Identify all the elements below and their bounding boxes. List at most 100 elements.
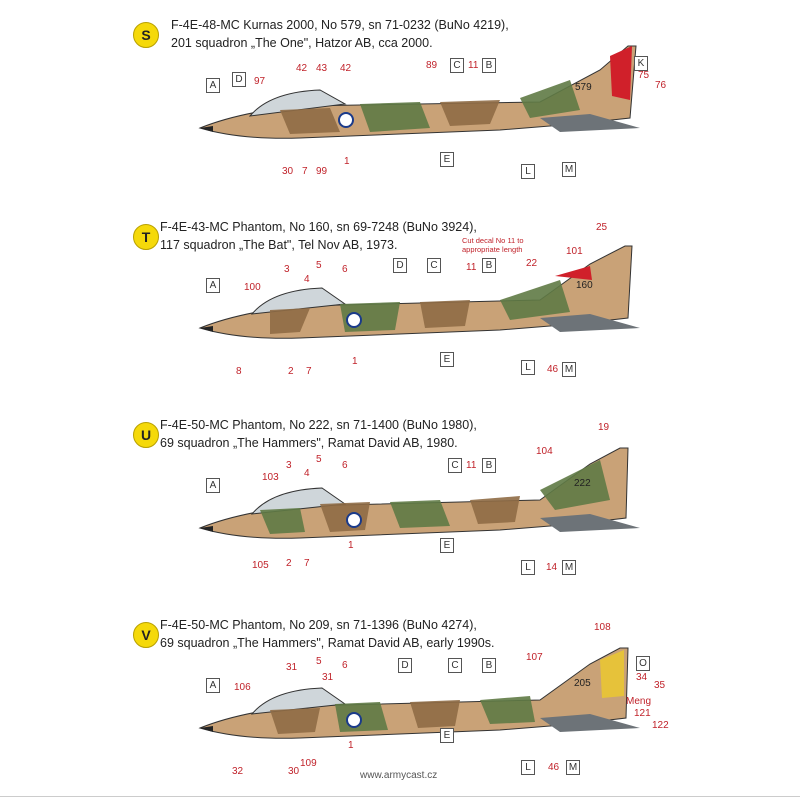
callout-108: 108	[594, 622, 611, 633]
callout-106: 106	[234, 682, 251, 693]
callout-8: 8	[236, 366, 242, 377]
callout-34: 34	[636, 672, 648, 683]
callout-box-o: O	[636, 656, 650, 671]
callout-11: 11	[468, 60, 479, 71]
scheme-letter-badge: U	[133, 422, 159, 448]
callout-box-b: B	[482, 58, 496, 73]
scheme-caption: F-4E-48-MC Kurnas 2000, No 579, sn 71-02…	[171, 16, 509, 52]
scheme-caption: F-4E-43-MC Phantom, No 160, sn 69-7248 (…	[160, 218, 477, 254]
callout-109: 109	[300, 758, 317, 769]
fuselage	[198, 447, 640, 539]
callout-box-d: D	[232, 72, 246, 87]
scheme-letter-badge: V	[133, 622, 159, 648]
tail-number: 160	[576, 280, 593, 291]
scheme-s: S F-4E-48-MC Kurnas 2000, No 579, sn 71-…	[0, 0, 800, 200]
footer-url: www.armycast.cz	[360, 770, 438, 781]
scheme-u: U F-4E-50-MC Phantom, No 222, sn 71-1400…	[0, 400, 800, 600]
caption-line-2: 69 squadron „The Hammers", Ramat David A…	[160, 636, 495, 650]
aircraft-profile-s: 579	[198, 45, 640, 139]
callout-99: 99	[316, 166, 328, 177]
fuselage	[198, 45, 640, 139]
callout-box-m: M	[566, 760, 580, 775]
callout-box-e: E	[440, 728, 454, 743]
callout-box-e: E	[440, 352, 454, 367]
callout-box-e: E	[440, 152, 454, 167]
callout-5: 5	[316, 454, 322, 465]
callout-11: 11	[466, 460, 477, 471]
callout-box-a: A	[206, 678, 220, 693]
fuselage	[198, 647, 640, 739]
callout-box-a: A	[206, 278, 220, 293]
caption-line-1: F-4E-50-MC Phantom, No 209, sn 71-1396 (…	[160, 618, 477, 632]
caption-line-2: 69 squadron „The Hammers", Ramat David A…	[160, 436, 458, 450]
callout-22: 22	[526, 258, 538, 269]
caption-line-2: 117 squadron „The Bat", Tel Nov AB, 1973…	[160, 238, 398, 252]
callout-107: 107	[526, 652, 543, 663]
callout-103: 103	[262, 472, 279, 483]
scheme-letter-badge: S	[133, 22, 159, 48]
callout-box-m: M	[562, 560, 576, 575]
callout-6: 6	[342, 264, 348, 275]
callout-6: 6	[342, 460, 348, 471]
callout-30: 30	[288, 766, 300, 777]
callout-97: 97	[254, 76, 266, 87]
callout-box-a: A	[206, 78, 220, 93]
tail-number: 222	[574, 478, 591, 489]
callout-box-c: C	[448, 458, 462, 473]
aircraft-profile-v: 205	[198, 647, 640, 739]
callout-3: 3	[286, 460, 292, 471]
tail-number: 205	[574, 678, 591, 689]
callout-31: 31	[286, 662, 298, 673]
callout-1: 1	[344, 156, 350, 167]
callout-2: 2	[288, 366, 294, 377]
callout-4: 4	[304, 468, 310, 479]
callout-100: 100	[244, 282, 261, 293]
callout-122: 122	[652, 720, 669, 731]
aircraft-profile-t: 160	[198, 245, 640, 339]
callout-6: 6	[342, 660, 348, 671]
callout-box-k: K	[634, 56, 648, 71]
scheme-caption: F-4E-50-MC Phantom, No 222, sn 71-1400 (…	[160, 416, 477, 452]
callout-105: 105	[252, 560, 269, 571]
callout-7: 7	[306, 366, 312, 377]
callout-1: 1	[348, 540, 354, 551]
callout-89: 89	[426, 60, 438, 71]
scheme-caption: F-4E-50-MC Phantom, No 209, sn 71-1396 (…	[160, 616, 494, 652]
callout-7: 7	[304, 558, 310, 569]
callout-box-d: D	[398, 658, 412, 673]
callout-75: 75	[638, 70, 650, 81]
fuselage	[198, 245, 640, 339]
callout-5: 5	[316, 260, 322, 271]
callout-7: 7	[302, 166, 308, 177]
callout-box-e: E	[440, 538, 454, 553]
callout-2: 2	[286, 558, 292, 569]
callout-46: 46	[548, 762, 560, 773]
callout-121: 121	[634, 708, 651, 719]
callout-42: 42	[296, 63, 308, 74]
scheme-v: V F-4E-50-MC Phantom, No 209, sn 71-1396…	[0, 600, 800, 777]
callout-1: 1	[348, 740, 354, 751]
callout-30: 30	[282, 166, 294, 177]
scheme-t: T F-4E-43-MC Phantom, No 160, sn 69-7248…	[0, 200, 800, 400]
callout-box-l: L	[521, 760, 535, 775]
tail-number: 579	[575, 82, 592, 93]
callout-4: 4	[304, 274, 310, 285]
callout-box-d: D	[393, 258, 407, 273]
callout-35: 35	[654, 680, 666, 691]
callout-19: 19	[598, 422, 610, 433]
caption-line-2: 201 squadron „The One", Hatzor AB, cca 2…	[171, 36, 433, 50]
callout-box-a: A	[206, 478, 220, 493]
callout-box-b: B	[482, 258, 496, 273]
callout-meng: Meng	[626, 696, 652, 707]
callout-25: 25	[596, 222, 608, 233]
bottom-divider	[0, 796, 800, 797]
callout-box-c: C	[448, 658, 462, 673]
callout-31: 31	[322, 672, 334, 683]
callout-76: 76	[655, 80, 667, 91]
callout-box-b: B	[482, 658, 496, 673]
callout-box-l: L	[521, 360, 535, 375]
caption-line-1: F-4E-43-MC Phantom, No 160, sn 69-7248 (…	[160, 220, 477, 234]
callout-101: 101	[566, 246, 583, 257]
callout-box-l: L	[521, 560, 535, 575]
